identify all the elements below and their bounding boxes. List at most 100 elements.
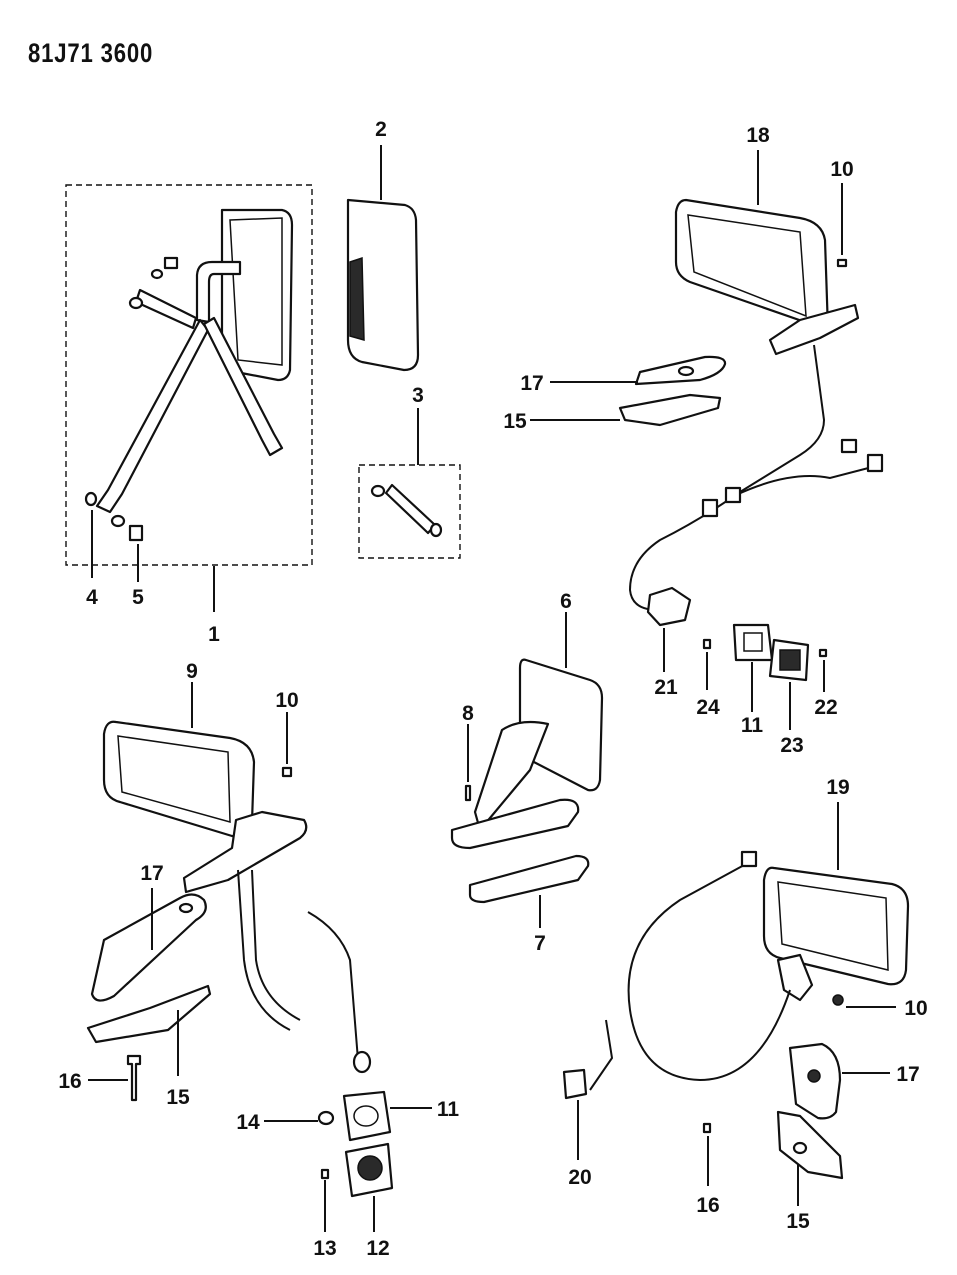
tripod-leg-rear — [202, 316, 284, 457]
callout-15-right: 15 — [786, 1210, 810, 1233]
screw-10a — [836, 258, 848, 268]
callout-5: 5 — [132, 586, 144, 609]
bracket-15c — [776, 1110, 844, 1180]
callouts: 1 2 3 4 5 6 7 8 9 10 10 10 11 11 12 13 1… — [58, 118, 927, 1260]
washer-5 — [110, 514, 126, 528]
mirror-glass-9 — [117, 735, 231, 823]
washer-top — [128, 296, 144, 310]
callout-8: 8 — [462, 702, 474, 725]
callout-16-left: 16 — [58, 1070, 81, 1093]
callout-20: 20 — [568, 1166, 591, 1189]
pivot-kit-3 — [358, 408, 461, 559]
rivet-16a — [126, 1054, 142, 1102]
callout-12: 12 — [366, 1237, 389, 1260]
document-id: 81J71 3600 — [28, 38, 154, 68]
callout-10-left: 10 — [275, 689, 298, 712]
mirror-arm-6 — [473, 720, 550, 832]
bracket-hole-15c — [792, 1141, 808, 1155]
mirror-assembly-1 — [65, 184, 313, 612]
connector-9 — [352, 1050, 372, 1074]
mirror-base-9 — [182, 810, 308, 894]
bracket-15a — [618, 393, 722, 427]
mirror-base-6 — [450, 798, 580, 850]
connector-c — [724, 486, 742, 504]
callout-24: 24 — [696, 696, 720, 719]
gasket-11b — [342, 1090, 392, 1142]
callout-1: 1 — [208, 623, 220, 646]
gasket-hole-11a — [743, 632, 763, 652]
cable-branch-18 — [735, 464, 881, 496]
cable-20 — [589, 1019, 614, 1091]
connector-b — [866, 453, 884, 473]
screw-8 — [464, 784, 472, 802]
callout-6: 6 — [560, 590, 572, 613]
washer-small — [150, 268, 164, 280]
screw-13 — [320, 1168, 330, 1180]
tripod-leg-front — [95, 318, 210, 514]
switch-assembly-lower — [264, 1090, 432, 1232]
connector-19 — [740, 850, 758, 868]
callout-15-top: 15 — [503, 410, 527, 433]
callout-9: 9 — [186, 660, 198, 683]
pivot-end — [429, 522, 443, 538]
kit-box-3 — [358, 464, 461, 559]
callout-11-top: 11 — [741, 714, 764, 737]
callout-3: 3 — [412, 384, 424, 407]
gaskets-top — [530, 355, 727, 427]
callout-17-top: 17 — [520, 372, 543, 395]
gasket-7 — [468, 854, 590, 904]
callout-7: 7 — [534, 932, 546, 955]
mirror-9 — [86, 682, 372, 1102]
mirror-back-2 — [349, 256, 365, 342]
callout-18: 18 — [746, 124, 770, 147]
callout-13: 13 — [313, 1237, 336, 1260]
screw-22 — [818, 648, 828, 658]
screw-10c — [832, 994, 844, 1006]
washer-4 — [84, 491, 98, 507]
callout-4: 4 — [86, 586, 98, 609]
callout-2: 2 — [375, 118, 387, 141]
callout-17-right: 17 — [896, 1063, 919, 1086]
pivot-washer — [370, 484, 386, 498]
switch-knob-12 — [357, 1155, 383, 1181]
mirror-19 — [562, 802, 910, 1206]
callout-19: 19 — [826, 776, 849, 799]
gasket-11a — [732, 623, 774, 662]
cable-9a — [237, 869, 291, 1031]
mirror-arm-1 — [195, 260, 242, 324]
base-plate-18 — [768, 303, 860, 356]
mirror-glass-19 — [777, 881, 889, 971]
callout-17-left: 17 — [140, 862, 163, 885]
mirror-glass-1 — [229, 217, 283, 366]
mirror-body-18 — [674, 198, 830, 332]
cable-9c — [307, 911, 359, 1061]
gasket-hole-17b — [178, 902, 194, 914]
mirror-body-2 — [346, 198, 420, 372]
mirror-bracket-19 — [776, 953, 814, 1002]
callout-15-left: 15 — [166, 1086, 190, 1109]
mirror-head-6 — [518, 658, 604, 792]
connector-a — [840, 438, 858, 454]
bracket-15b — [86, 984, 212, 1044]
remote-mirror-18 — [628, 150, 884, 672]
rivet-16b — [702, 1122, 712, 1134]
gasket-17b — [90, 893, 207, 1002]
mirror-body-9 — [102, 720, 256, 838]
callout-10-right: 10 — [904, 997, 927, 1020]
bezel-switch-23 — [779, 649, 801, 671]
callout-11-bottom: 11 — [437, 1098, 460, 1121]
connector-20 — [562, 1068, 588, 1100]
callout-14: 14 — [236, 1111, 260, 1134]
cable-18 — [628, 344, 826, 611]
gasket-hole-11b — [353, 1105, 379, 1127]
callout-16-right: 16 — [696, 1194, 719, 1217]
cable-9b — [251, 869, 301, 1021]
screw-5 — [128, 524, 144, 542]
callout-21: 21 — [654, 676, 678, 699]
screw-10b — [281, 766, 293, 778]
callout-22: 22 — [814, 696, 837, 719]
assembly-box-1 — [65, 184, 313, 566]
screw-24 — [702, 638, 712, 650]
nut-14 — [317, 1110, 335, 1126]
